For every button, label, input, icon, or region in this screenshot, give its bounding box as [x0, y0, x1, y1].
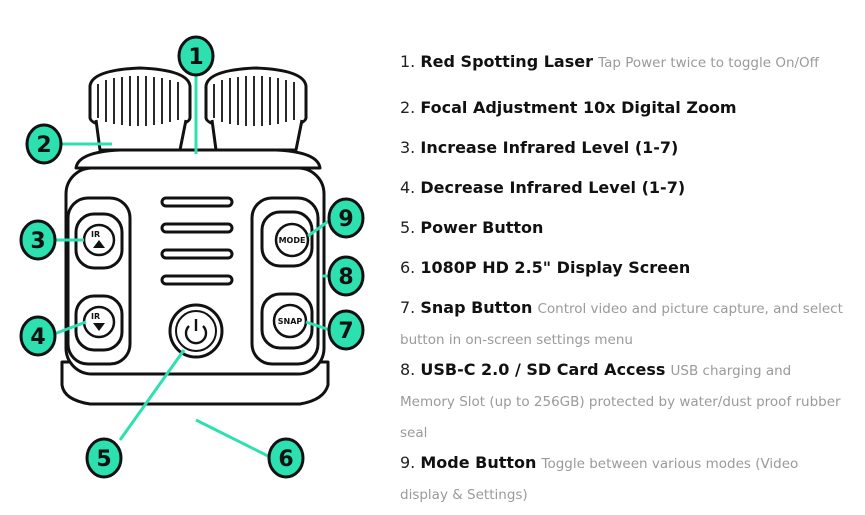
feature-title: Decrease Infrared Level (1-7): [420, 178, 686, 197]
feature-title: Power Button: [420, 218, 544, 237]
callout-7: 7: [327, 309, 365, 351]
feature-item: 6. 1080P HD 2.5" Display Screen: [400, 258, 850, 278]
callout-6: 6: [267, 437, 305, 479]
callout-4: 4: [19, 315, 57, 357]
feature-list: 1. Red Spotting Laser Tap Power twice to…: [400, 48, 850, 515]
svg-text:MODE: MODE: [279, 236, 306, 245]
power-button[interactable]: [168, 303, 224, 359]
feature-title: USB-C 2.0 / SD Card Access: [420, 360, 666, 379]
feature-title: Red Spotting Laser: [420, 52, 593, 71]
ir-increase-icon: [93, 240, 105, 248]
feature-item: 8. USB-C 2.0 / SD Card Access USB chargi…: [400, 355, 850, 448]
binocular-diagram: IR IR MODE SNAP 1: [0, 0, 380, 496]
svg-text:IR: IR: [91, 230, 100, 239]
snap-button[interactable]: SNAP: [260, 292, 314, 350]
svg-text:6: 6: [278, 447, 293, 472]
callout-9: 9: [327, 197, 365, 239]
vent-1: [160, 196, 234, 208]
feature-number: 2.: [400, 98, 416, 117]
feature-number: 9.: [400, 453, 416, 472]
callout-5: 5: [85, 437, 123, 479]
svg-text:9: 9: [338, 207, 353, 232]
feature-number: 7.: [400, 298, 416, 317]
callout-1: 1: [177, 35, 215, 77]
ir-decrease-button[interactable]: IR: [74, 294, 124, 352]
svg-text:IR: IR: [91, 312, 100, 321]
svg-text:1: 1: [188, 45, 203, 70]
feature-desc: Tap Power twice to toggle On/Off: [598, 55, 819, 71]
feature-item: 2. Focal Adjustment 10x Digital Zoom: [400, 98, 850, 118]
feature-item: 1. Red Spotting Laser Tap Power twice to…: [400, 48, 850, 78]
feature-desc: Control video and picture capture, and s…: [400, 301, 843, 348]
svg-text:5: 5: [96, 447, 111, 472]
feature-item: 9. Mode Button Toggle between various mo…: [400, 448, 850, 510]
vent-4: [160, 274, 234, 286]
binocular-illustration: IR IR MODE SNAP 1: [19, 35, 365, 479]
feature-title: Increase Infrared Level (1-7): [420, 138, 679, 157]
feature-item: 3. Increase Infrared Level (1-7): [400, 138, 850, 158]
callout-3: 3: [19, 219, 57, 261]
feature-number: 5.: [400, 218, 416, 237]
svg-text:7: 7: [338, 319, 353, 344]
power-icon: [184, 325, 208, 345]
svg-text:SNAP: SNAP: [278, 317, 303, 326]
ir-decrease-icon: [93, 323, 105, 331]
feature-number: 6.: [400, 258, 416, 277]
feature-number: 1.: [400, 52, 416, 71]
callout-2: 2: [25, 123, 63, 165]
feature-title: Snap Button: [420, 298, 533, 317]
svg-text:3: 3: [30, 229, 45, 254]
mode-button[interactable]: MODE: [260, 210, 314, 268]
top-deck: [74, 148, 322, 170]
ir-increase-button[interactable]: IR: [74, 212, 124, 270]
svg-text:8: 8: [338, 265, 353, 290]
svg-text:2: 2: [36, 133, 51, 158]
feature-title: Mode Button: [420, 453, 537, 472]
feature-item: 5. Power Button: [400, 218, 850, 238]
feature-title: 1080P HD 2.5" Display Screen: [420, 258, 691, 277]
feature-item: 4. Decrease Infrared Level (1-7): [400, 178, 850, 198]
feature-item: 7. Snap Button Control video and picture…: [400, 293, 850, 355]
feature-desc: USB charging and Memory Slot (up to 256G…: [400, 363, 841, 441]
vent-2: [160, 222, 234, 234]
vent-3: [160, 248, 234, 260]
feature-number: 8.: [400, 360, 416, 379]
feature-title: Focal Adjustment 10x Digital Zoom: [420, 98, 737, 117]
right-eyepiece: [210, 119, 304, 152]
feature-number: 3.: [400, 138, 416, 157]
svg-text:4: 4: [30, 325, 45, 350]
callout-8: 8: [327, 255, 365, 297]
feature-number: 4.: [400, 178, 416, 197]
